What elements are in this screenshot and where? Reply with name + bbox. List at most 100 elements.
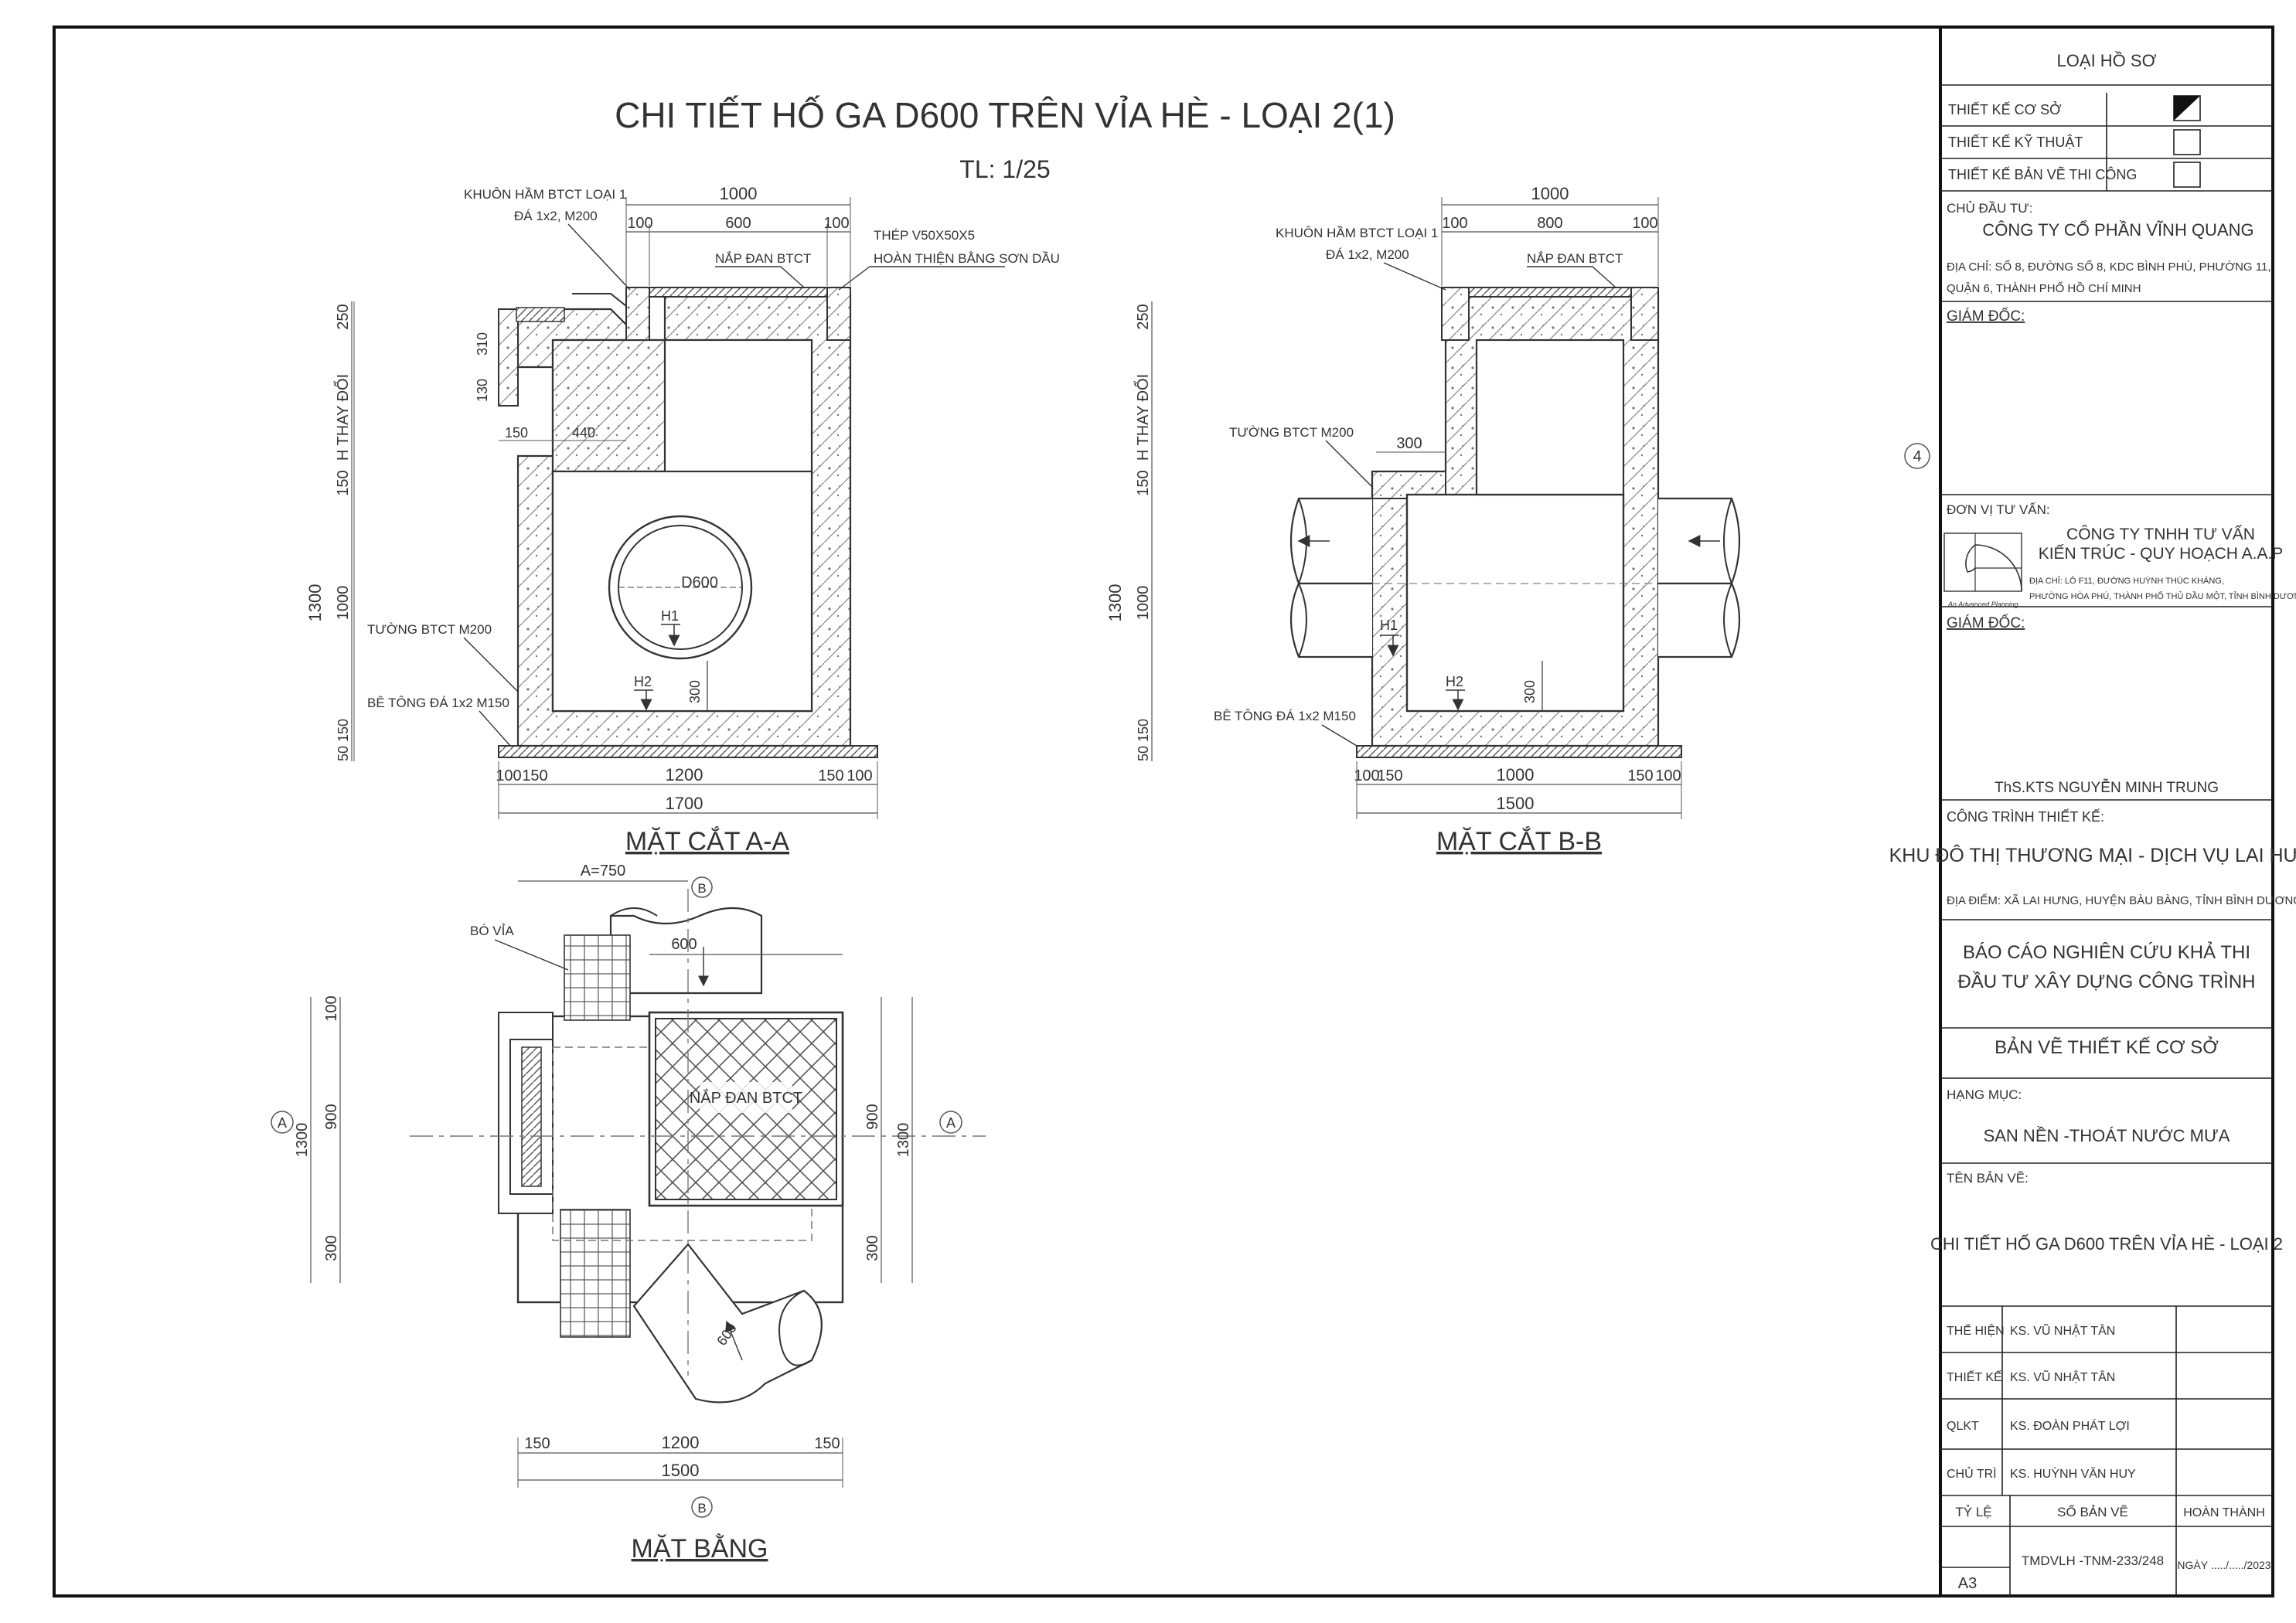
bb-dim-l-250: 250 <box>1135 304 1152 329</box>
tb-ten-ban-ve-label: TÊN BẢN VẼ: <box>1947 1171 2029 1186</box>
bb-dim-b-150b: 150 <box>1627 767 1653 784</box>
aa-caption: MẶT CẮT A-A <box>625 827 790 856</box>
bb-dim-b-100a: 100 <box>1354 767 1379 784</box>
sheet-border <box>53 26 2274 1597</box>
tb-bao-cao-2: ĐẦU TƯ XÂY DỰNG CÔNG TRÌNH <box>1957 971 2255 992</box>
plan-curb-grate <box>521 1046 542 1187</box>
tb-logo-caption: An Advanced Planning <box>1947 601 2018 608</box>
tb-row-2-label: THIẾT KẾ BẢN VẼ THI CÔNG <box>1948 166 2137 182</box>
plan-dim-l-300: 300 <box>323 1235 340 1261</box>
tb-dia-diem: ĐỊA ĐIỂM: XÃ LAI HƯNG, HUYỆN BÀU BÀNG, T… <box>1947 893 2296 907</box>
tb-signer: ThS.KTS NGUYỄN MINH TRUNG <box>1995 779 2219 796</box>
tb-tu-van-addr-1: ĐỊA CHỈ: LÔ F11, ĐƯỜNG HUỲNH THÚC KHÁNG, <box>2029 576 2224 586</box>
bb-dim-100a: 100 <box>1442 215 1467 232</box>
aa-dim-100b: 100 <box>823 215 849 232</box>
plan-marker-b-bottom-label: B <box>697 1501 706 1516</box>
aa-dim-100a: 100 <box>627 215 652 232</box>
aa-cover-slab <box>649 287 828 298</box>
tb-person-1-name: KS. VŨ NHẬT TÂN <box>2010 1369 2115 1384</box>
tb-checkbox-1[interactable] <box>2173 129 2201 155</box>
plan-tiles-bottom <box>560 1209 631 1338</box>
tb-checkbox-2[interactable] <box>2173 162 2201 188</box>
grid-ref-label: 4 <box>1913 448 1921 465</box>
plan-dim-r-300: 300 <box>864 1235 881 1261</box>
aa-h2-label: H2 <box>634 674 652 689</box>
plan-cover-label: NẮP ĐAN BTCT <box>690 1088 802 1107</box>
aa-label-be-tong: BÊ TÔNG ĐÁ 1x2 M150 <box>367 696 509 710</box>
bb-dim-l-150: 150 <box>1135 470 1152 495</box>
aa-dim-b-1200: 1200 <box>666 765 703 784</box>
aa-dim-600: 600 <box>725 215 751 232</box>
plan-view: NẮP ĐAN BTCT 600 A A B B BÓ VỈA A=750 60… <box>271 863 986 1563</box>
bb-chamber <box>1405 493 1625 713</box>
plan-dim-l-900: 900 <box>323 1104 340 1129</box>
aa-dim-l-h: H THAY ĐỔI <box>333 374 352 461</box>
tb-ty-le-label: TỶ LỆ <box>1955 1505 1991 1519</box>
aa-dim-1000: 1000 <box>720 184 758 203</box>
tb-cong-trinh: KHU ĐÔ THỊ THƯƠNG MẠI - DỊCH VỤ LAI HƯNG <box>1889 844 2296 866</box>
plan-pipe-top <box>609 907 763 995</box>
tb-dia-chi-1: ĐỊA CHỈ: SỐ 8, ĐƯỜNG SỐ 8, KDC BÌNH PHÚ,… <box>1947 260 2270 274</box>
aa-dim-b-150a: 150 <box>522 767 547 784</box>
plan-marker-a-left-label: A <box>278 1115 287 1131</box>
bb-dim-b-150a: 150 <box>1377 767 1402 784</box>
plan-dim-b-150b: 150 <box>814 1435 840 1452</box>
aa-dim-440: 440 <box>572 425 595 441</box>
tb-row-1-label: THIẾT KẾ KỸ THUẬT <box>1948 134 2083 150</box>
bb-dim-l-150b: 150 <box>1136 719 1151 742</box>
plan-marker-b-bottom <box>691 1496 713 1518</box>
aa-dim-l-250: 250 <box>335 304 352 329</box>
bb-cover-slab <box>1468 287 1632 298</box>
plan-dim-b-1200: 1200 <box>662 1433 700 1452</box>
tb-tu-van-name-2: KIẾN TRÚC - QUY HOẠCH A.A.P <box>2039 545 2284 563</box>
bb-dim-b-100b: 100 <box>1655 767 1681 784</box>
plan-marker-a-right <box>939 1111 962 1134</box>
aa-base-slab <box>498 745 878 758</box>
tb-person-3-name: KS. HUỲNH VĂN HUY <box>2010 1466 2136 1481</box>
tb-giam-doc-1: GIÁM ĐỐC: <box>1947 308 2025 325</box>
bb-h2-label: H2 <box>1446 674 1463 689</box>
aa-label-tuong: TƯỜNG BTCT M200 <box>367 622 492 637</box>
tb-person-3-role: CHỦ TRÌ <box>1947 1466 1997 1481</box>
plan-label-bo-via: BÓ VỈA <box>470 924 514 938</box>
tb-person-0-role: THỂ HIỆN <box>1947 1323 2005 1338</box>
tb-kho-giay: A3 <box>1958 1575 1977 1592</box>
section-bb: H1 H2 300 KHUÔN HẦM BTCT LOẠI 1 ĐÁ 1x2, … <box>1105 184 1930 856</box>
aa-label-nap-dan: NẮP ĐAN BTCT <box>715 251 811 266</box>
bb-label-khuon-ham: KHUÔN HẦM BTCT LOẠI 1 <box>1276 226 1438 240</box>
bb-dim-b-1000: 1000 <box>1497 765 1535 784</box>
plan-tiles-top <box>564 934 631 1021</box>
aa-dim-b-100a: 100 <box>496 767 521 784</box>
tb-chu-dau-tu-label: CHỦ ĐẦU TƯ: <box>1947 201 2033 216</box>
bb-base-slab <box>1356 745 1682 758</box>
aa-dim-l-130: 130 <box>475 379 490 402</box>
aa-dim-l-1000: 1000 <box>335 586 352 621</box>
bb-label-be-tong: BÊ TÔNG ĐÁ 1x2 M150 <box>1214 709 1356 723</box>
bb-dim-l-h: H THAY ĐỔI <box>1133 374 1152 461</box>
tb-so-ban-ve-label: SỐ BẢN VẼ <box>2057 1504 2128 1519</box>
bb-dim-300a: 300 <box>1396 435 1422 452</box>
plan-dim-top-600: 600 <box>671 936 697 953</box>
bb-label-tuong: TƯỜNG BTCT M200 <box>1229 425 1354 440</box>
plan-dim-b-150a: 150 <box>524 1435 550 1452</box>
tb-logo: An Advanced Planning <box>1943 532 2022 608</box>
plan-label-a750: A=750 <box>581 863 625 880</box>
tb-person-2-role: QLKT <box>1947 1420 1979 1433</box>
aa-dim-l-310: 310 <box>475 332 490 356</box>
title-block <box>1940 84 2273 1596</box>
bb-h1-label: H1 <box>1380 618 1398 633</box>
tb-so-ban-ve: TMDVLH -TNM-233/248 <box>2022 1553 2164 1568</box>
tb-chu-dau-tu: CÔNG TY CỔ PHẦN VĨNH QUANG <box>1982 220 2253 240</box>
plan-dim-l-100: 100 <box>323 995 340 1021</box>
aa-dim-l-50: 50 <box>336 746 351 761</box>
aa-label-thep: THÉP V50X50X5 <box>874 228 975 243</box>
plan-dim-r-1300: 1300 <box>895 1123 912 1158</box>
tb-person-1-role: THIẾT KẾ <box>1947 1370 2002 1384</box>
bb-dim-b-1500: 1500 <box>1497 794 1535 813</box>
bb-dim-l-1300: 1300 <box>1105 584 1125 622</box>
tb-tu-van-addr-2: PHƯỜNG HÒA PHÚ, THÀNH PHỐ THỦ DẦU MỘT, T… <box>2029 590 2296 601</box>
plan-dim-l-1300: 1300 <box>294 1123 311 1158</box>
tb-person-0-name: KS. VŨ NHẬT TÂN <box>2010 1322 2115 1338</box>
bb-dim-1000: 1000 <box>1531 184 1569 203</box>
